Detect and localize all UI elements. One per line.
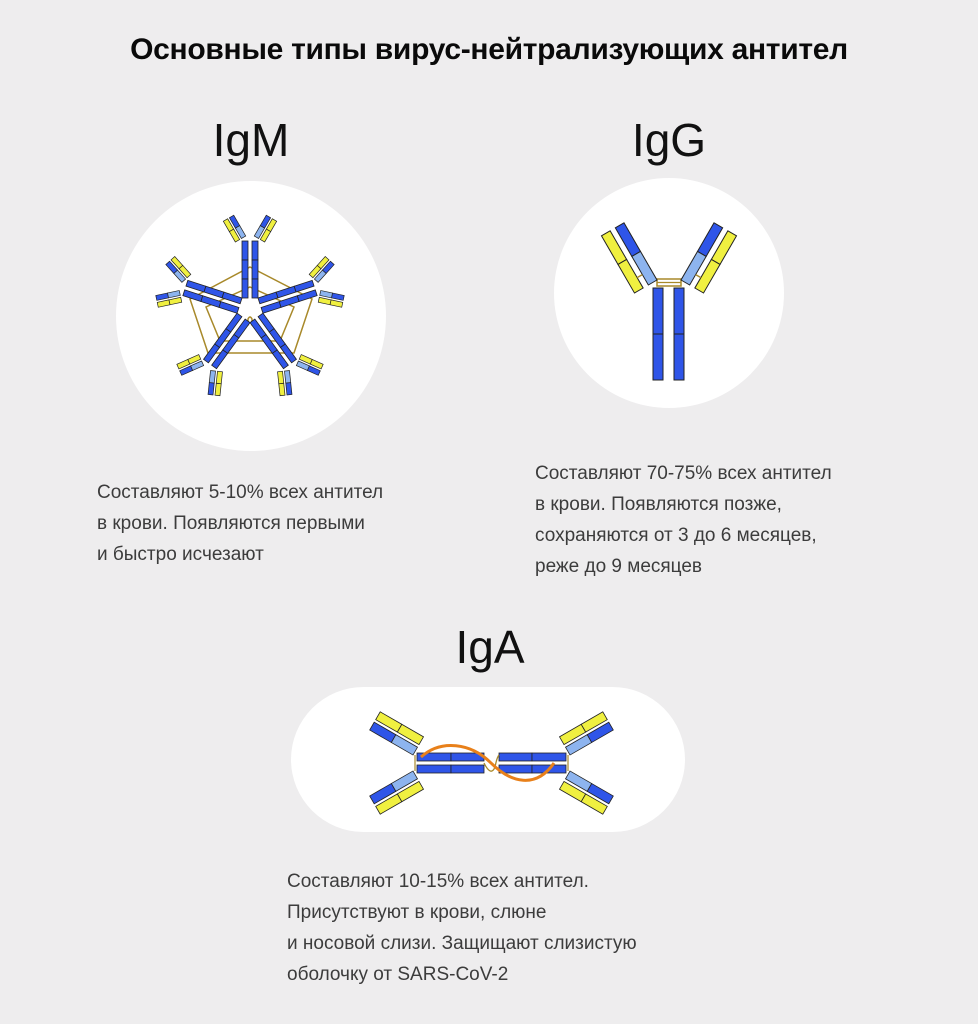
igg-monomer-icon	[600, 222, 738, 381]
iga-description: Составляют 10-15% всех антител. Присутст…	[287, 866, 637, 990]
igm-description-line: Составляют 5-10% всех антител	[97, 482, 384, 503]
iga-heading: IgA	[455, 621, 525, 673]
iga-description-line: и носовой слизи. Защищают слизистую	[287, 933, 637, 954]
igg-description-line: сохраняются от 3 до 6 месяцев,	[535, 525, 817, 546]
igm-description: Составляют 5-10% всех антител в крови. П…	[97, 477, 383, 570]
iga-description-line: Присутствуют в крови, слюне	[287, 902, 547, 923]
igm-description-line: и быстро исчезают	[97, 544, 264, 565]
iga-illustration	[291, 687, 685, 832]
iga-dimer-icon	[369, 711, 614, 815]
igg-illustration	[554, 178, 784, 408]
igg-description-line: реже до 9 месяцев	[535, 556, 703, 577]
iga-description-line: Составляют 10-15% всех антител.	[287, 871, 589, 892]
igm-illustration	[116, 181, 386, 451]
igg-heading: IgG	[631, 114, 707, 166]
igg-description-line: в крови. Появляются позже,	[535, 494, 782, 515]
page-title: Основные типы вирус-нейтрализующих антит…	[130, 33, 848, 66]
igg-description: Составляют 70-75% всех антител в крови. …	[535, 458, 832, 582]
iga-description-line: оболочку от SARS-CoV-2	[287, 964, 509, 985]
igm-description-line: в крови. Появляются первыми	[97, 513, 365, 534]
igm-heading: IgM	[212, 114, 290, 166]
igg-description-line: Составляют 70-75% всех антител	[535, 463, 832, 484]
igm-pentamer-icon	[152, 214, 348, 402]
